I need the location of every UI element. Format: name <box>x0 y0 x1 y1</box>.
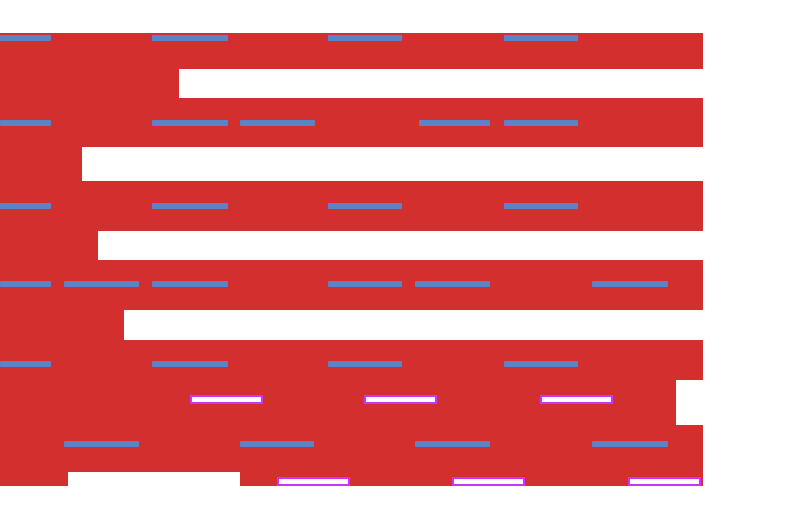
masked-text-run <box>328 361 402 367</box>
mask-band-9 <box>0 340 703 380</box>
masked-field-run[interactable] <box>277 477 350 486</box>
masked-field-run[interactable] <box>628 477 701 486</box>
mask-band-3 <box>0 98 703 147</box>
masked-text-run <box>152 35 228 41</box>
masked-text-run <box>0 203 51 209</box>
mask-band-11 <box>0 425 703 472</box>
masked-text-run <box>504 203 578 209</box>
masked-text-run <box>240 120 315 126</box>
mask-band-4 <box>0 147 82 181</box>
masked-text-run <box>415 281 490 287</box>
masked-text-run <box>0 281 51 287</box>
mask-band-8 <box>0 310 124 340</box>
masked-field-run[interactable] <box>452 477 525 486</box>
masked-text-run <box>64 281 139 287</box>
masked-text-run <box>152 203 228 209</box>
masked-text-run <box>504 120 578 126</box>
masked-text-run <box>0 361 51 367</box>
masked-text-run <box>504 361 578 367</box>
masked-text-run <box>328 203 402 209</box>
masked-text-run <box>592 441 668 447</box>
masked-text-run <box>415 441 490 447</box>
masked-text-run <box>152 361 228 367</box>
masked-text-run <box>64 441 139 447</box>
mask-band-6 <box>0 231 98 260</box>
masked-text-run <box>328 35 402 41</box>
masked-text-run <box>240 441 314 447</box>
masked-text-run <box>0 35 51 41</box>
mask-band-2 <box>0 69 179 98</box>
mask-band-12 <box>0 472 68 486</box>
masked-text-run <box>592 281 668 287</box>
masked-field-run[interactable] <box>364 395 437 404</box>
masked-text-run <box>152 281 228 287</box>
masked-text-run <box>504 35 578 41</box>
masked-text-run <box>0 120 51 126</box>
masked-text-run <box>328 281 402 287</box>
masked-text-run <box>419 120 490 126</box>
masked-field-run[interactable] <box>190 395 263 404</box>
masked-text-run <box>152 120 228 126</box>
masked-field-run[interactable] <box>540 395 613 404</box>
